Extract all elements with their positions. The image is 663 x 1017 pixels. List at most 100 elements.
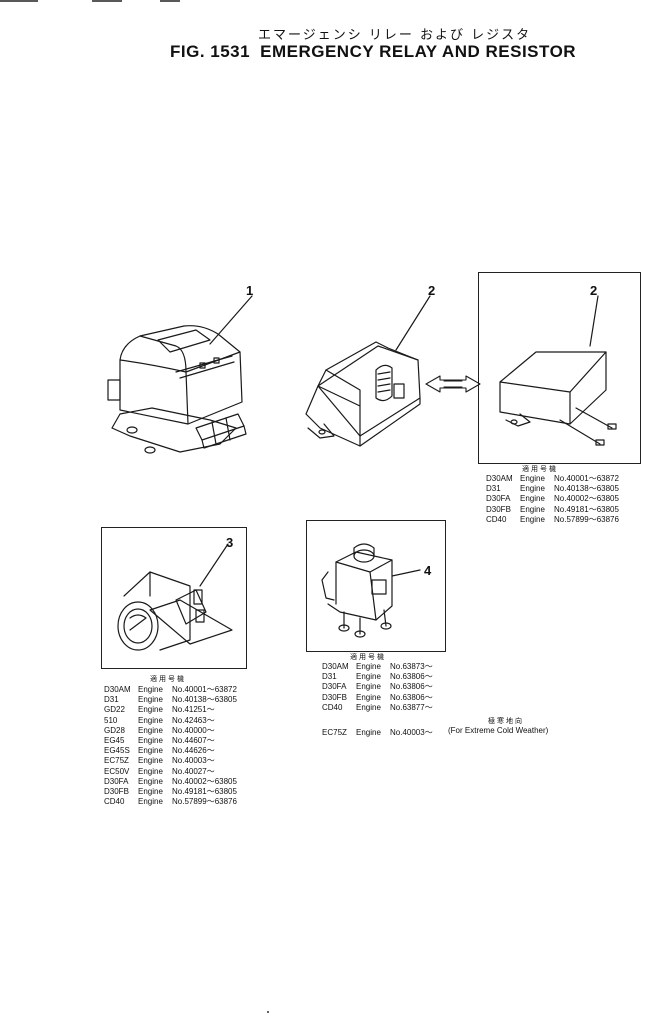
applicability-row: CD40 Engine No.57899～63876	[486, 515, 619, 525]
part-1-relay-drawing	[107, 295, 253, 454]
applicability-row: D31 Engine No.63806～	[322, 672, 433, 682]
row-model: EG45	[104, 736, 125, 746]
row-model: 510	[104, 715, 118, 725]
row-engine: Engine	[520, 514, 545, 524]
row-engine: Engine	[356, 672, 381, 682]
applicability-row: GD22 Engine No.41251～	[104, 705, 237, 715]
part2-variant-frame	[478, 272, 641, 464]
cold-note-japanese: 極寒地向	[488, 717, 524, 725]
row-engine: Engine	[138, 787, 163, 797]
row-engine: Engine	[138, 736, 163, 746]
row-model: CD40	[486, 514, 507, 524]
figure-title: FIG. 1531 EMERGENCY RELAY AND RESISTOR	[170, 42, 576, 62]
row-engine: Engine	[138, 766, 163, 776]
row-range: No.42463～	[172, 715, 215, 725]
applicability-row: CD40 Engine No.57899～63876	[104, 797, 237, 807]
row-engine: Engine	[138, 756, 163, 766]
row-model: D30AM	[486, 474, 513, 483]
row-engine: Engine	[520, 484, 545, 494]
part4-frame	[306, 520, 446, 652]
part-3-resistor-drawing	[117, 543, 233, 651]
row-range: No.57899～63876	[172, 797, 237, 807]
row-range: No.49181～63805	[172, 787, 237, 797]
applicability-row: D30FB Engine No.49181～63805	[104, 787, 237, 797]
cold-note-range: No.40003～	[390, 728, 433, 737]
row-model: D30FB	[486, 504, 511, 514]
applicability-row: D30FA Engine No.63806～	[322, 682, 433, 692]
row-engine: Engine	[520, 494, 545, 504]
row-range: No.44607～	[172, 736, 215, 746]
row-model: D30AM	[322, 662, 349, 671]
row-model: GD22	[104, 705, 125, 715]
applicability-heading-part4: 適用号機	[350, 653, 386, 661]
row-model: CD40	[322, 702, 343, 712]
part-2-resistor-drawing	[305, 295, 431, 447]
row-model: D30FB	[104, 787, 129, 797]
row-range: No.63873～	[390, 662, 433, 671]
applicability-row: 510 Engine No.42463～	[104, 716, 237, 726]
row-engine: Engine	[356, 692, 381, 702]
row-model: D31	[104, 695, 119, 705]
row-model: EC75Z	[104, 756, 129, 766]
part3-frame	[101, 527, 247, 669]
part-2-variant-drawing	[499, 295, 617, 446]
row-range: No.40001～63872	[172, 685, 237, 694]
row-engine: Engine	[356, 682, 381, 692]
applicability-row: D30AM Engine No.40001～63872	[486, 474, 619, 484]
row-engine: Engine	[520, 474, 545, 483]
row-engine: Engine	[138, 725, 163, 735]
figure-number: FIG. 1531	[170, 42, 251, 61]
interchange-arrow	[425, 375, 481, 393]
callout-4: 4	[424, 563, 432, 578]
row-range: No.63877～	[390, 702, 433, 712]
row-model: D31	[486, 484, 501, 494]
figure-name: EMERGENCY RELAY AND RESISTOR	[260, 42, 577, 61]
row-range: No.40002～63805	[172, 776, 237, 786]
callout-1: 1	[246, 283, 254, 298]
row-range: No.40001～63872	[554, 474, 619, 483]
row-model: D31	[322, 672, 337, 682]
cold-note-english: (For Extreme Cold Weather)	[448, 726, 549, 735]
row-model: D30FA	[322, 682, 347, 692]
row-range: No.49181～63805	[554, 504, 619, 514]
applicability-row: D30FB Engine No.49181～63805	[486, 505, 619, 515]
row-engine: Engine	[138, 695, 163, 705]
row-engine: Engine	[138, 715, 163, 725]
applicability-row: D31 Engine No.40138～63805	[486, 484, 619, 494]
row-engine: Engine	[520, 504, 545, 514]
row-range: No.63806～	[390, 672, 433, 682]
row-model: GD28	[104, 725, 125, 735]
row-range: No.57899～63876	[554, 514, 619, 524]
applicability-row: EG45S Engine No.44626～	[104, 746, 237, 756]
row-engine: Engine	[138, 797, 163, 807]
part-4-relay-drawing	[321, 543, 421, 638]
row-range: No.63806～	[390, 682, 433, 692]
cold-note-model: EC75Z	[322, 728, 347, 737]
row-model: EG45S	[104, 746, 130, 756]
row-range: No.63806～	[390, 692, 433, 702]
row-model: CD40	[104, 797, 125, 807]
row-range: No.44626～	[172, 746, 215, 756]
row-engine: Engine	[138, 705, 163, 715]
row-engine: Engine	[138, 746, 163, 756]
row-range: No.41251～	[172, 705, 215, 715]
applicability-heading-part3: 適用号機	[150, 675, 186, 683]
row-engine: Engine	[138, 685, 163, 694]
row-range: No.40138～63805	[554, 484, 619, 494]
row-model: D30FA	[486, 494, 511, 504]
callout-3: 3	[226, 535, 234, 550]
row-engine: Engine	[138, 776, 163, 786]
